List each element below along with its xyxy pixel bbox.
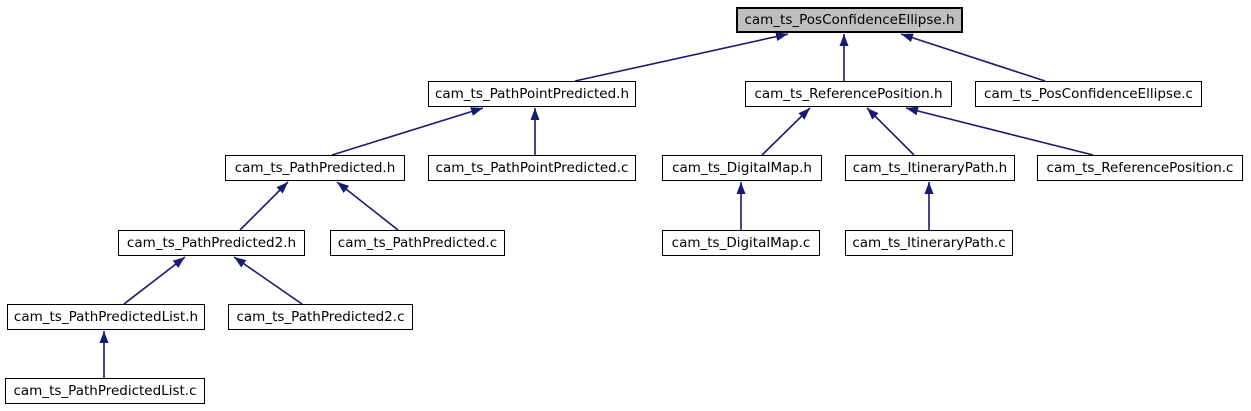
edge-itinerarypath-h-to-referenceposition-h	[866, 107, 915, 156]
edge-digitalmap-h-to-referenceposition-h	[761, 107, 811, 156]
graph-node-path-predicted-h[interactable]: cam_ts_PathPredicted.h	[225, 155, 405, 181]
graph-node-path-predicted-list-c[interactable]: cam_ts_PathPredictedList.c	[5, 378, 205, 404]
edge-pathpredicted2-h-to-pathpredicted-h	[239, 181, 289, 231]
graph-node-path-point-predicted-c[interactable]: cam_ts_PathPointPredicted.c	[428, 155, 636, 181]
edge-pathpredicted2-c-to-pathpredicted2-h	[233, 256, 303, 305]
edge-pathpointpredicted-h-to-posconfidenceellipse-h	[574, 32, 789, 82]
graph-node-path-predicted2-c[interactable]: cam_ts_PathPredicted2.c	[228, 304, 413, 330]
graph-node-digital-map-c[interactable]: cam_ts_DigitalMap.c	[662, 230, 820, 256]
graph-node-pos-confidence-ellipse-c[interactable]: cam_ts_PosConfidenceEllipse.c	[975, 81, 1202, 107]
graph-node-path-predicted-c[interactable]: cam_ts_PathPredicted.c	[330, 230, 505, 256]
edge-pathpredicted-c-to-pathpredicted-h	[336, 181, 399, 231]
graph-node-pos-confidence-ellipse-h[interactable]: cam_ts_PosConfidenceEllipse.h	[736, 7, 963, 33]
graph-node-path-predicted-list-h[interactable]: cam_ts_PathPredictedList.h	[7, 304, 205, 330]
graph-node-reference-position-h[interactable]: cam_ts_ReferencePosition.h	[745, 81, 952, 107]
graph-node-path-predicted2-h[interactable]: cam_ts_PathPredicted2.h	[118, 230, 305, 256]
graph-node-itinerary-path-h[interactable]: cam_ts_ItineraryPath.h	[845, 155, 1015, 181]
edge-posconfidenceellipse-c-to-posconfidenceellipse-h	[900, 33, 1046, 82]
graph-node-itinerary-path-c[interactable]: cam_ts_ItineraryPath.c	[845, 230, 1013, 256]
edge-pathpredictedlist-h-to-pathpredicted2-h	[123, 256, 186, 305]
graph-node-path-point-predicted-h[interactable]: cam_ts_PathPointPredicted.h	[428, 81, 636, 107]
graph-node-reference-position-c[interactable]: cam_ts_ReferencePosition.c	[1037, 155, 1243, 181]
graph-node-digital-map-h[interactable]: cam_ts_DigitalMap.h	[662, 155, 822, 181]
edge-referenceposition-c-to-referenceposition-h	[905, 106, 1094, 156]
edge-pathpredicted-h-to-pathpointpredicted-h	[331, 107, 484, 156]
